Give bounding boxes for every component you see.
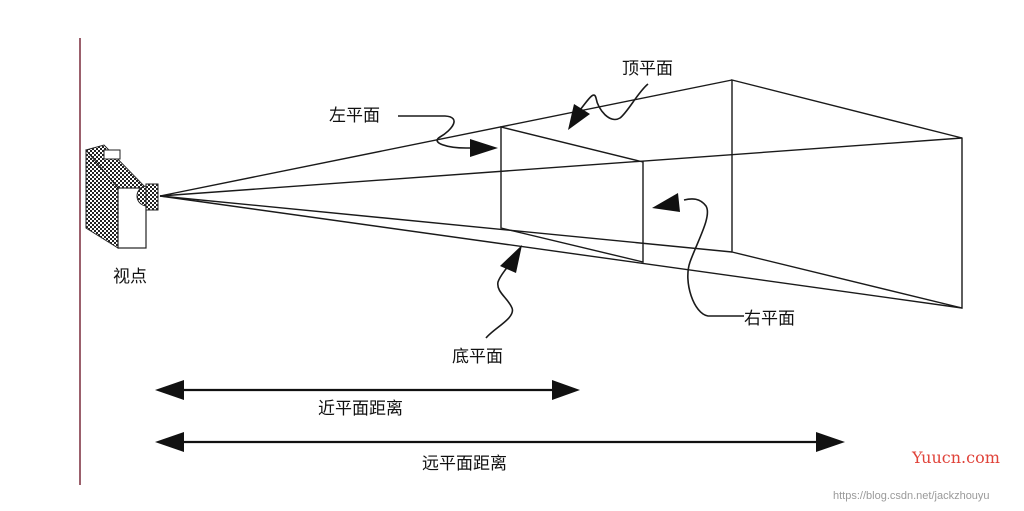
top-plane-label: 顶平面 (622, 59, 673, 79)
near-plane (500, 126, 644, 263)
right-plane-leader (652, 193, 744, 317)
far-plane (731, 79, 963, 309)
camera-icon (85, 144, 159, 249)
watermark-brand: Yuucn.com (911, 448, 1000, 467)
far-distance-label: 远平面距离 (422, 454, 507, 474)
viewpoint-label: 视点 (113, 267, 147, 287)
near-distance-arrow (155, 380, 580, 400)
left-plane-leader (398, 115, 498, 157)
near-distance-label: 近平面距离 (318, 399, 403, 419)
far-distance-arrow (155, 432, 845, 452)
top-plane-leader (568, 83, 649, 130)
left-plane-label: 左平面 (329, 106, 380, 126)
bottom-plane-leader (485, 245, 522, 339)
right-plane-label: 右平面 (744, 309, 795, 329)
frustum-edges (159, 79, 963, 309)
watermark-url: https://blog.csdn.net/jackzhouyu (833, 490, 990, 502)
bottom-plane-label: 底平面 (452, 347, 503, 367)
